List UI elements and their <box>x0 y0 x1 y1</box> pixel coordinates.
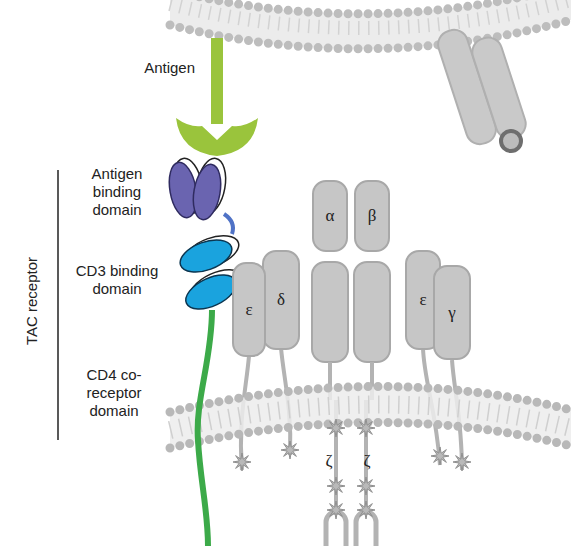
chain-letter: ζ <box>322 452 336 470</box>
cd3-subunit: β <box>354 180 390 252</box>
tcr-chain-body <box>312 262 390 400</box>
chain-letter: ε <box>245 300 252 320</box>
domain-label: Antigen binding domain <box>72 165 162 219</box>
bracket <box>57 170 59 440</box>
cd3-subunit: γ <box>433 265 471 360</box>
chain-letter: δ <box>277 290 285 310</box>
domain-label: CD3 binding domain <box>72 262 162 298</box>
cd3-subunit: δ <box>262 250 300 350</box>
cd3-subunit: α <box>312 180 348 252</box>
cd4-chain <box>198 310 212 546</box>
antigen-shape <box>176 38 258 156</box>
chain-letter: ζ <box>360 452 374 470</box>
domain-label: CD4 co-receptor domain <box>64 366 164 420</box>
cytoplasmic-tail <box>241 348 462 546</box>
bracket-label: TAC receptor <box>23 249 41 353</box>
antigen-label: Antigen <box>100 59 195 77</box>
scfv-domain <box>165 156 233 234</box>
chain-letter: β <box>368 206 377 226</box>
t-cell-membrane <box>170 386 571 448</box>
chain-letter: ε <box>419 290 426 310</box>
target-cell-membrane <box>170 0 571 49</box>
cd3-subunit: ε <box>232 262 266 357</box>
chain-letter: γ <box>448 303 456 323</box>
mhc-molecule <box>435 26 530 151</box>
itam-symbol <box>233 419 471 519</box>
chain-letter: α <box>326 206 335 226</box>
